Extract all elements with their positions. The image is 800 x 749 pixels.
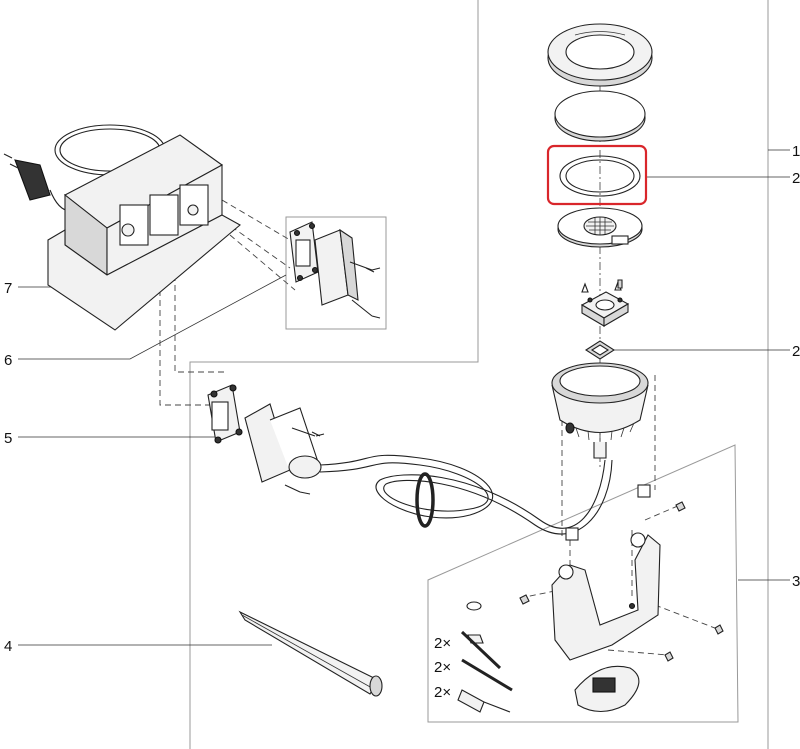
callout-5: 5 <box>4 430 12 447</box>
assembly-frames <box>189 0 769 749</box>
callout-1: 1 <box>792 143 800 160</box>
callout-2: 2 <box>792 170 800 187</box>
ground-spike <box>238 610 383 697</box>
lamp-housing <box>551 362 649 459</box>
qty-label-screw-2: 2× <box>434 659 451 676</box>
holder-screw <box>617 279 623 289</box>
callout-7: 7 <box>4 280 12 297</box>
dash-cable-left <box>159 260 215 406</box>
dash-base <box>607 649 669 656</box>
o-ring-seal <box>559 155 641 197</box>
power-cable <box>319 454 613 535</box>
socket-connector <box>289 221 381 319</box>
qty-label-screw-1: 2× <box>434 635 451 652</box>
leader-6 <box>18 274 287 360</box>
callout-4: 4 <box>4 638 12 655</box>
qty-label-plug: 2× <box>434 684 451 701</box>
callout-3: 3 <box>792 573 800 590</box>
frame-assembly-3 <box>427 444 739 723</box>
leader-lines <box>18 149 790 646</box>
led-holder <box>580 280 630 327</box>
reflector-disc <box>557 207 643 248</box>
mounting-bracket <box>457 484 724 713</box>
frame-assembly-1-left <box>189 0 479 749</box>
dash-screw-top <box>644 504 681 521</box>
callout-6: 6 <box>4 352 12 369</box>
glass-lens <box>554 90 646 142</box>
lamp-stack <box>547 23 653 459</box>
plug-connector <box>207 384 325 495</box>
cover-ring <box>547 23 653 87</box>
dash-connector-1 <box>204 189 291 241</box>
small-gasket <box>584 340 616 360</box>
frame-part-6 <box>285 216 387 330</box>
callout-2-gasket: 2 <box>792 343 800 360</box>
dash-cable-left-2 <box>174 245 228 373</box>
transformer-box <box>3 124 241 331</box>
dash-screw-right <box>654 604 721 631</box>
dash-connector-3 <box>229 234 296 291</box>
highlight-box <box>546 144 648 206</box>
